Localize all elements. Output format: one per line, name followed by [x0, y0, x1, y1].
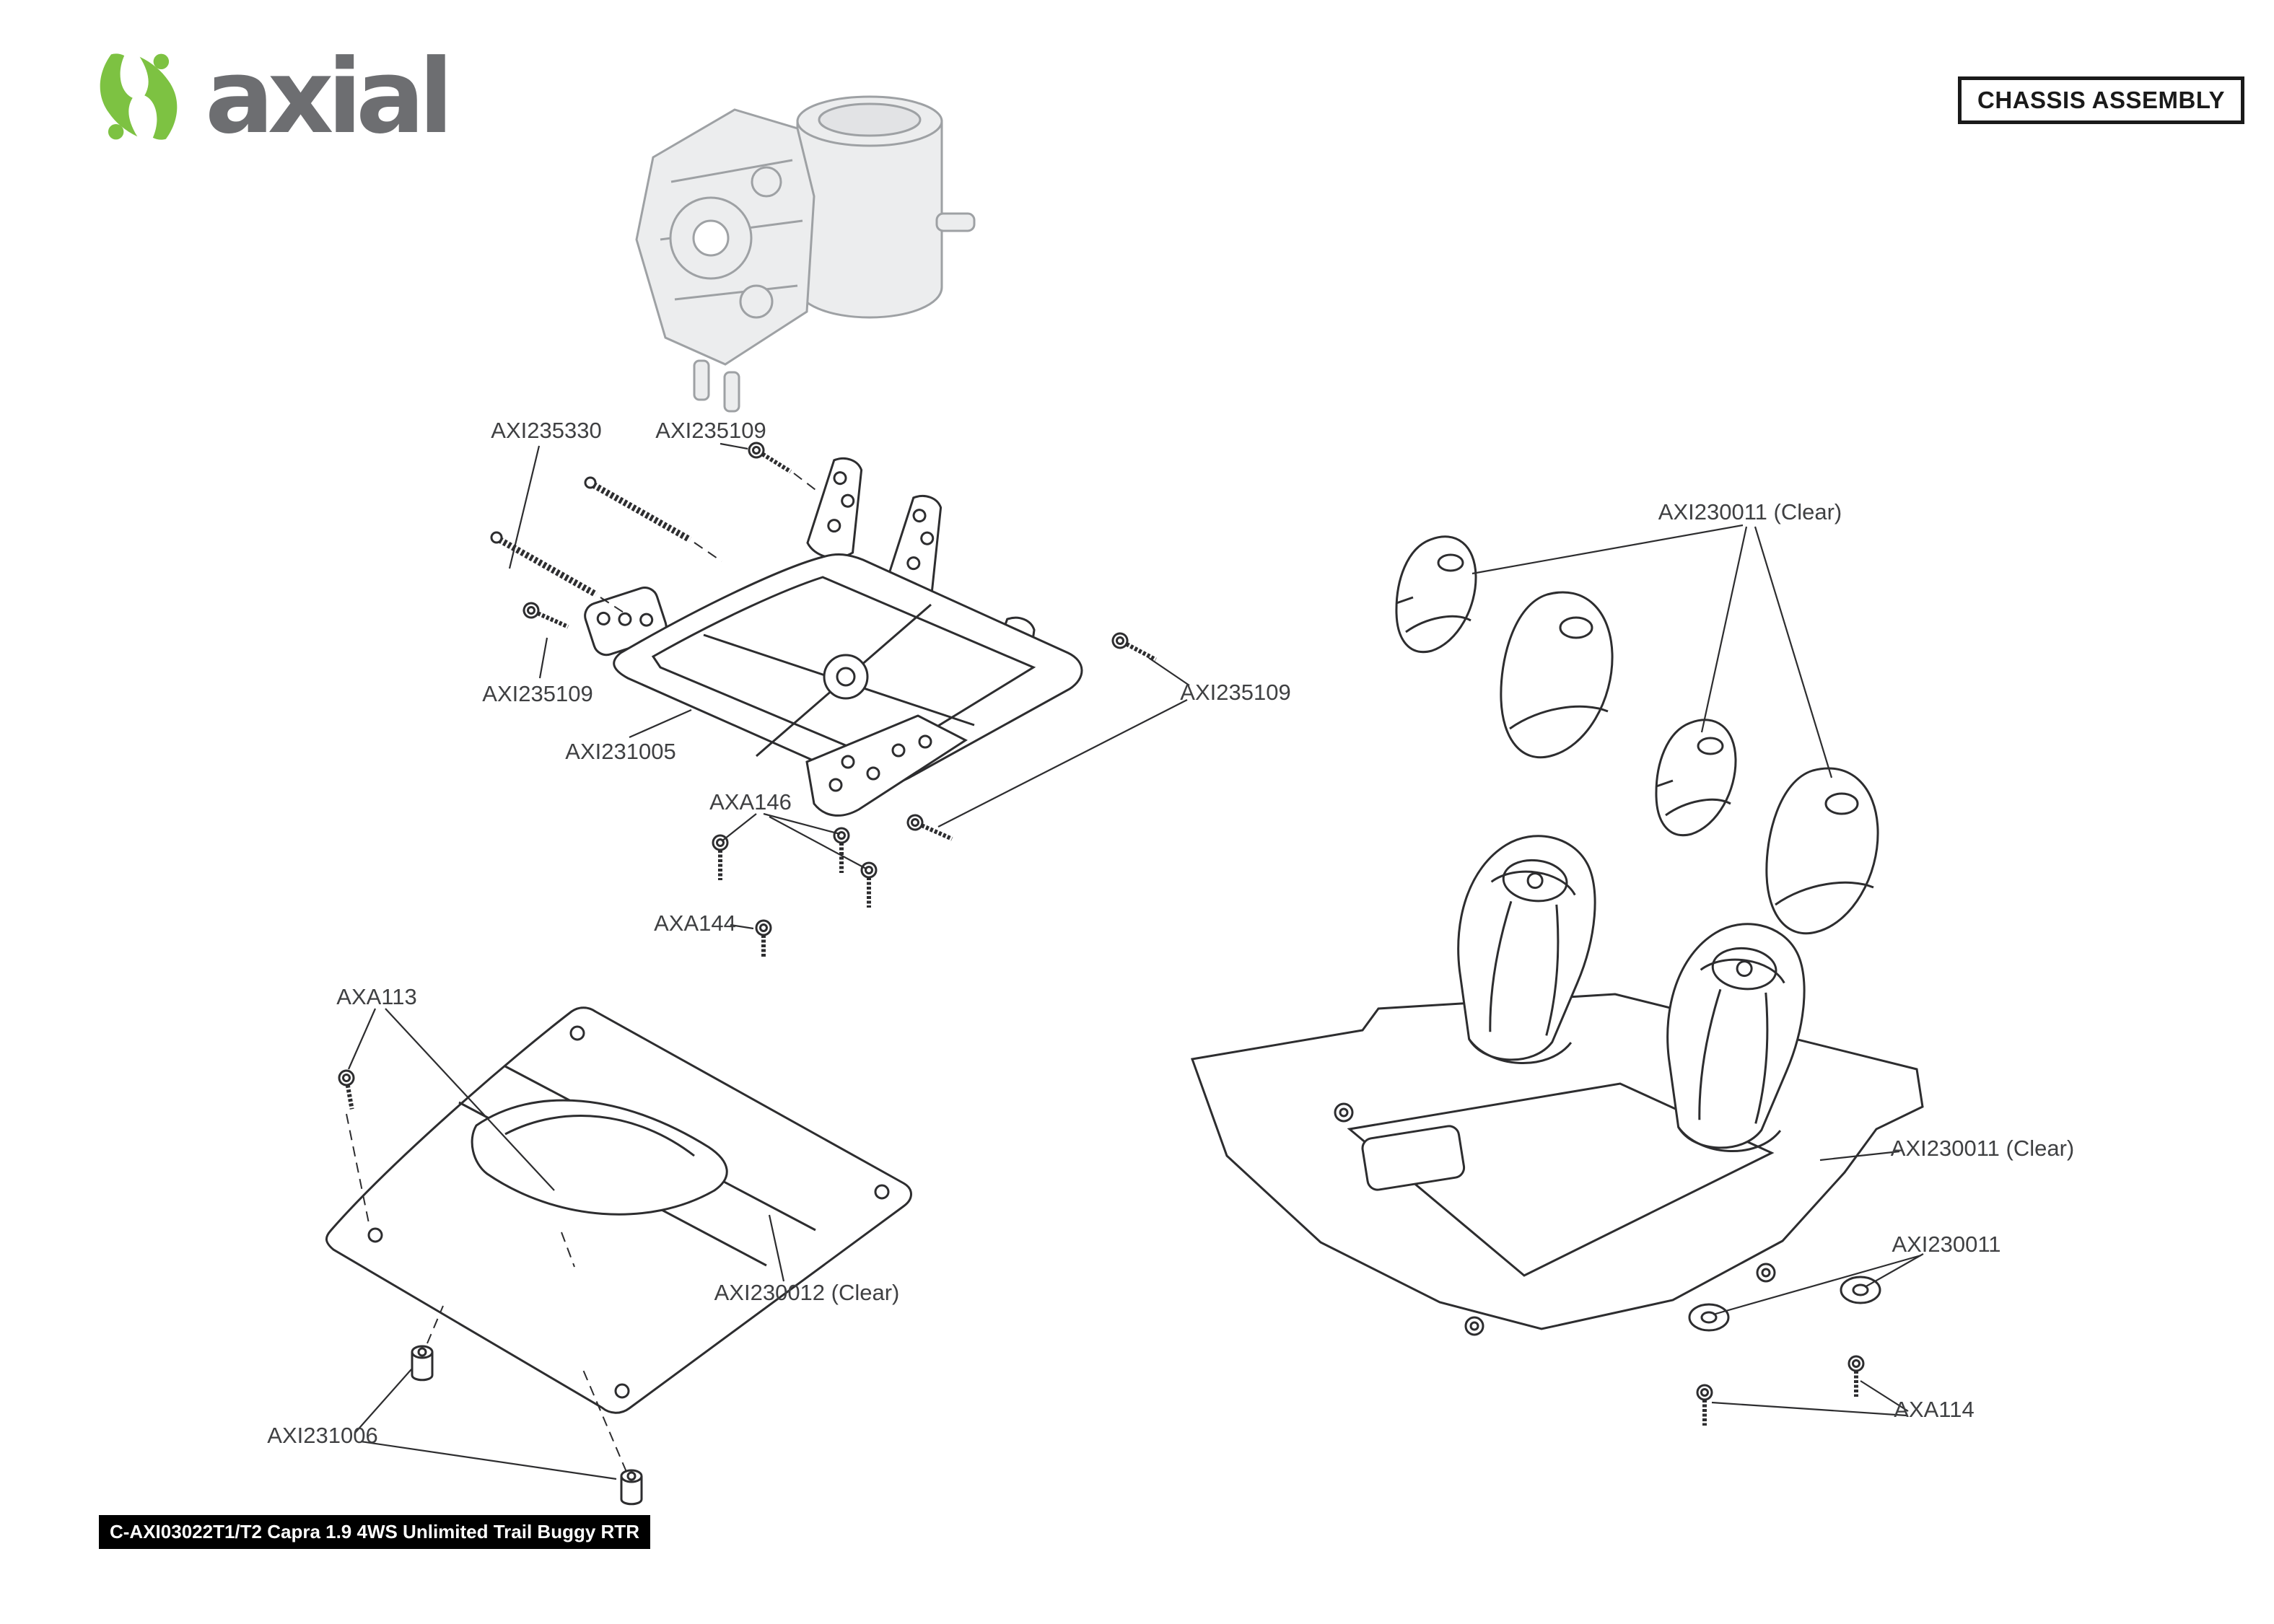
body-panel-3 — [1655, 719, 1737, 837]
part-label-axi230011-washers: AXI230011 — [1892, 1232, 2001, 1257]
motor-transmission-illustration — [635, 95, 976, 413]
screw-axi235109-lower — [906, 814, 953, 841]
assembly-dashed-lines — [346, 473, 819, 1472]
body-washers-illustration — [1688, 1276, 1881, 1332]
long-screws-illustration — [490, 476, 692, 597]
part-label-axa144: AXA144 — [654, 910, 736, 936]
brand-wordmark: axial — [205, 38, 454, 157]
part-label-axi235109-left: AXI235109 — [482, 681, 593, 706]
screw-axa114-2 — [1847, 1355, 1865, 1397]
seat-illustration-1 — [1457, 835, 1596, 1064]
axial-logo-icon — [100, 53, 178, 140]
interior-tub-illustration — [1190, 835, 1924, 1336]
part-label-axi230011-tub: AXI230011 (Clear) — [1890, 1136, 2075, 1161]
part-label-axi235109-top: AXI235109 — [655, 418, 766, 443]
model-identifier-chip: C-AXI03022T1/T2 Capra 1.9 4WS Unlimited … — [99, 1515, 650, 1549]
body-posts-illustration — [411, 1345, 643, 1506]
hood-illustration — [325, 1006, 912, 1414]
assembly-title: CHASSIS ASSEMBLY — [1958, 76, 2244, 124]
body-panel-1 — [1395, 535, 1477, 654]
part-label-axi231006: AXI231006 — [267, 1423, 378, 1448]
body-panels-illustration — [1395, 535, 1879, 935]
screw-axa113-1 — [338, 1069, 355, 1110]
brand-logo: axial — [91, 38, 454, 157]
part-label-axa146: AXA146 — [709, 789, 792, 815]
screw-axa114-1 — [1696, 1384, 1713, 1426]
part-label-axi230012: AXI230012 (Clear) — [714, 1280, 900, 1305]
screw-axi235109-right — [1111, 632, 1157, 662]
screw-axa144 — [755, 919, 772, 958]
screw-axa146-2 — [833, 827, 850, 873]
part-label-axi235109-right: AXI235109 — [1180, 680, 1291, 705]
chassis-frame-illustration — [584, 457, 1083, 817]
screw-axa146-3 — [860, 861, 878, 908]
seat-illustration-2 — [1666, 923, 1806, 1152]
part-label-axi230011-panels: AXI230011 (Clear) — [1658, 499, 1842, 524]
body-panel-2 — [1500, 591, 1614, 759]
body-post-2 — [620, 1469, 643, 1506]
part-label-axa113: AXA113 — [336, 984, 417, 1009]
part-label-axi235330: AXI235330 — [491, 418, 602, 443]
screw-axi235109-top — [748, 442, 792, 474]
part-label-axi231005: AXI231005 — [565, 739, 676, 764]
screw-axa146-1 — [712, 834, 729, 880]
part-label-axa114: AXA114 — [1894, 1397, 1975, 1422]
leader-lines — [347, 442, 1924, 1480]
body-panel-4 — [1765, 767, 1879, 935]
body-post-1 — [411, 1345, 434, 1382]
screw-axi235109-left — [522, 602, 569, 629]
